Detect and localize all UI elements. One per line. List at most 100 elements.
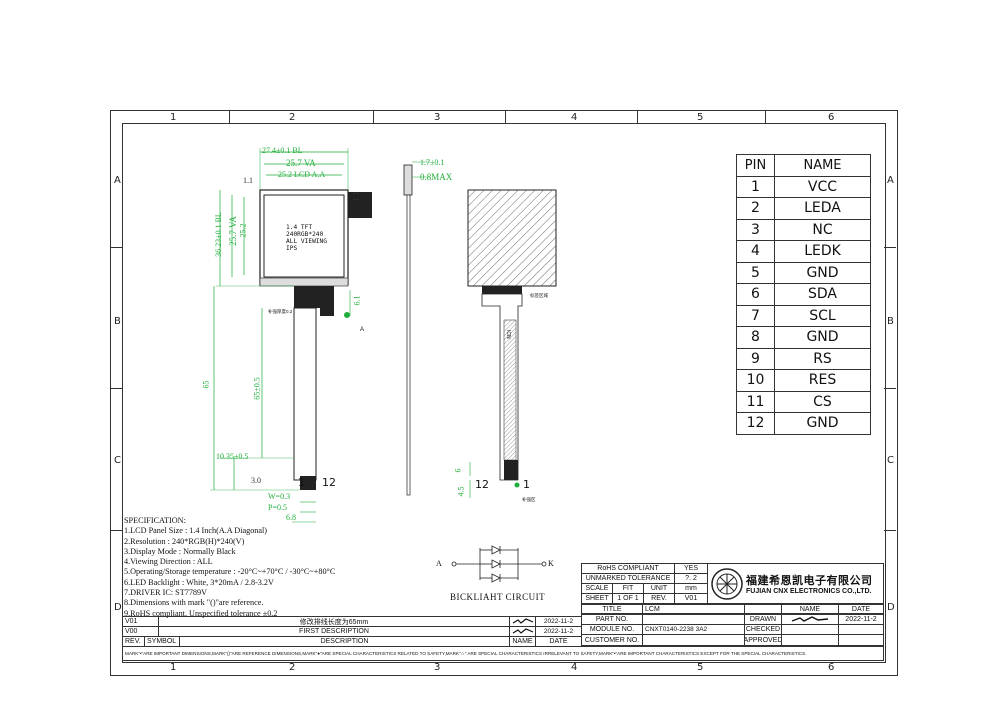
frame-tick <box>110 530 122 531</box>
pin-name: RES <box>774 369 871 392</box>
date-header: DATE <box>838 604 884 614</box>
col-label: 2 <box>289 662 296 673</box>
company-name-cn: 福建希恩凯电子有限公司 <box>746 575 873 587</box>
pin-number: 10 <box>736 369 775 392</box>
side-dim-thickness: 1.7±0.1 <box>420 158 445 167</box>
back-dim-6: 6 <box>453 468 463 473</box>
dim-r: 3.0 <box>251 476 261 485</box>
drawing-frame-outer <box>110 110 898 676</box>
dim-aa-height: 25.2 <box>238 223 248 238</box>
frame-tick <box>110 388 122 389</box>
dim-fpc-pos: 10.35±0.5 <box>216 452 249 461</box>
dim-pitch-w: W=0.3 <box>268 492 291 501</box>
col-label: 6 <box>828 112 835 123</box>
dim-right: 6.1 <box>352 295 362 306</box>
pin-number: 6 <box>736 283 775 306</box>
row-label: B <box>114 316 121 327</box>
frame-tick <box>229 110 230 123</box>
spec-line: 8.Dimensions with mark "()"are reference… <box>124 598 264 608</box>
row-label: C <box>887 455 894 466</box>
col-label: 5 <box>697 112 704 123</box>
footnote: MARK"•"ARE IMPORTANT DIMENSIONS,MARK"()"… <box>122 646 884 661</box>
frame-tick <box>765 110 766 123</box>
dim-bl-height: 36.23±0.1 BL <box>213 212 223 257</box>
pin-number: 8 <box>736 326 775 349</box>
front-pin12-label: 12 <box>322 476 336 489</box>
customer-no-value <box>642 634 745 646</box>
row-label: A <box>887 175 894 186</box>
pin-name: VCC <box>774 175 871 198</box>
dim-side-a: 1.1 <box>243 176 253 185</box>
frame-tick <box>505 110 506 123</box>
pin-header: PIN <box>736 154 775 177</box>
title-label: TITLE <box>581 604 643 614</box>
frame-tick <box>884 388 896 389</box>
rev-value: V01 <box>674 593 708 604</box>
dim-pitch-p: P=0.5 <box>268 503 287 512</box>
pin-number: 7 <box>736 304 775 327</box>
frame-tick <box>373 110 374 123</box>
dim-bottom-width: 6.8 <box>286 513 296 522</box>
sheet-value: 1 OF 1 <box>612 593 644 604</box>
pin-name: RS <box>774 347 871 370</box>
title-spacer <box>744 604 782 614</box>
spec-line: 9.RoHS compliant. Unspecified tolerance … <box>124 608 278 618</box>
pin-number: 3 <box>736 218 775 241</box>
panel-text-line: IPS <box>286 245 298 252</box>
company-name-en: FUJIAN CNX ELECTRONICS CO.,LTD. <box>746 588 872 595</box>
col-label: 4 <box>571 662 578 673</box>
dim-side-b: 1.1 <box>351 191 361 202</box>
back-dim-45: 4.5 <box>456 486 466 497</box>
signature-icon <box>512 617 533 624</box>
pin-name: LEDA <box>774 197 871 220</box>
row-label: A <box>114 175 121 186</box>
row-label: B <box>887 316 894 327</box>
row-label: C <box>114 455 121 466</box>
dim-bl-width: 27.4±0.1 BL <box>262 146 303 155</box>
pin-number: 4 <box>736 240 775 263</box>
pin-name: GND <box>774 412 871 435</box>
pin-number: 11 <box>736 390 775 413</box>
panel-text: 1.4 TFT 240RGB*240 ALL VIEWING IPS <box>286 224 327 252</box>
circuit-cathode-label: K <box>548 559 554 568</box>
side-view-drawing <box>403 161 430 496</box>
company-block: 福建希恩凯电子有限公司 FUJIAN CNX ELECTRONICS CO.,L… <box>707 563 884 604</box>
spec-line: 3.Display Mode : Normally Black <box>124 546 236 556</box>
pin-name: NC <box>774 218 871 241</box>
col-label: 2 <box>289 112 296 123</box>
customer-no-label: CUSTOMER NO. <box>581 634 643 646</box>
col-label: 1 <box>170 662 177 673</box>
col-label: 1 <box>170 112 177 123</box>
panel-text-line: 1.4 TFT <box>286 224 313 231</box>
back-label-area: 标签区域 <box>530 293 548 298</box>
pin-number: 9 <box>736 347 775 370</box>
col-label: 3 <box>434 662 441 673</box>
side-dim-max: 0.8MAX <box>420 172 453 182</box>
specification-block: SPECIFICATION: 1.LCD Panel Size : 1.4 In… <box>124 516 335 619</box>
panel-text-line: 240RGB*240 <box>286 231 324 238</box>
approved-name <box>781 634 839 646</box>
circuit-title: BICKLIAHT CIRCUIT <box>450 592 546 602</box>
dim-fpc-length: 65 <box>201 380 211 389</box>
spec-line: 7.DRIVER IC: ST7789V <box>124 588 208 598</box>
pin-table-header: PIN NAME <box>736 154 871 177</box>
spec-line: 2.Resolution : 240*RGB(H)*240(V) <box>124 536 245 546</box>
spec-line: 1.LCD Panel Size : 1.4 Inch(A.A Diagonal… <box>124 526 268 536</box>
dim-va-width: 25.7 VA <box>286 158 316 168</box>
sheet-label: SHEET <box>581 593 613 604</box>
front-label-a: A <box>360 327 365 333</box>
front-pin1-label: 1 <box>298 476 305 489</box>
signature-icon <box>512 627 533 634</box>
dim-fpc-length-tol: 65±0.5 <box>252 377 262 400</box>
circuit-anode-label: A <box>436 559 442 568</box>
